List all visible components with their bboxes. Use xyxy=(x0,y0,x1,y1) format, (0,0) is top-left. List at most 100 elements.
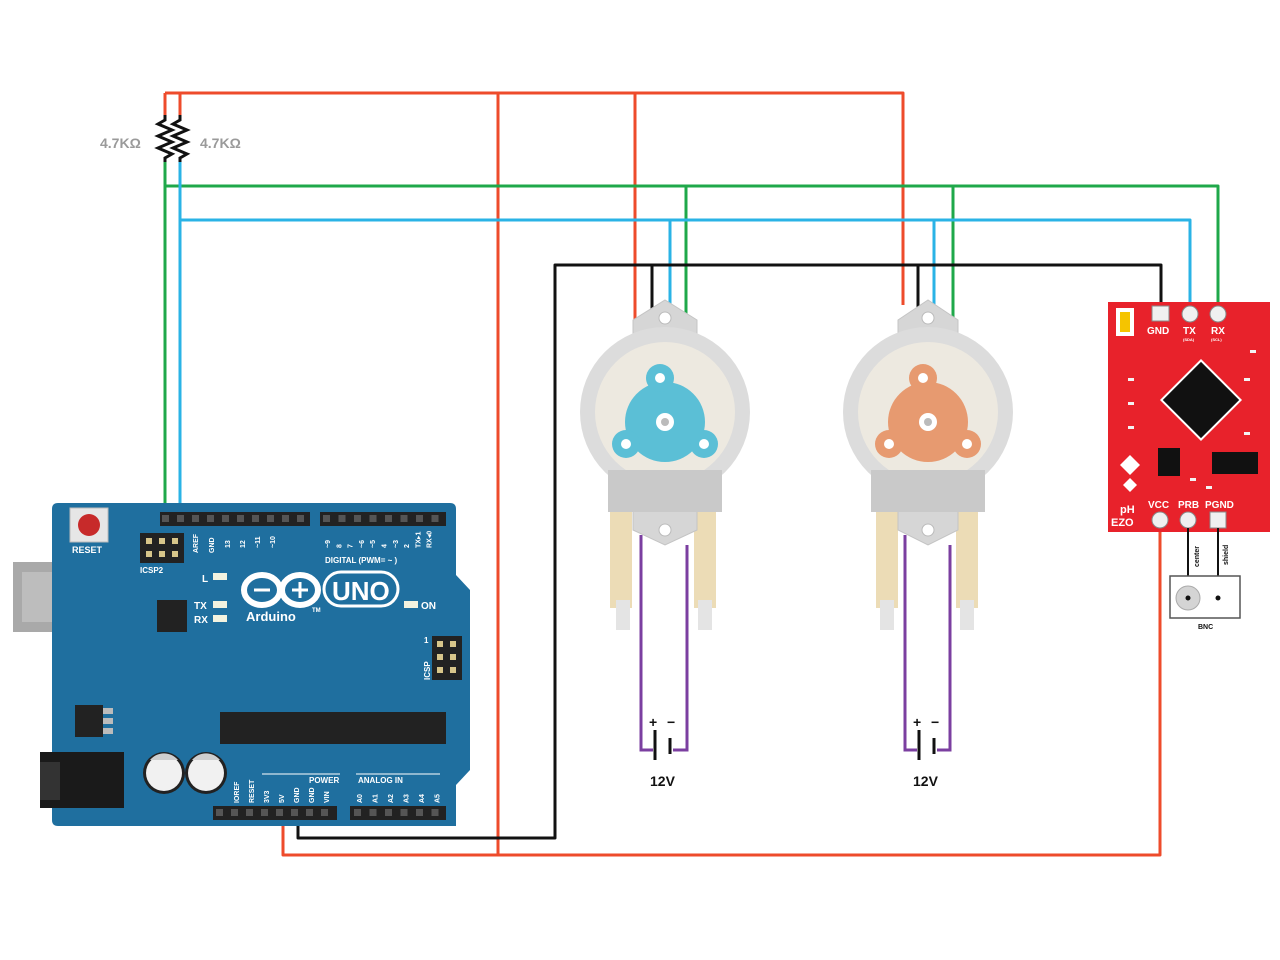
reset-label: RESET xyxy=(72,545,103,555)
digital-pin-label: ~3 xyxy=(393,540,400,548)
header-socket xyxy=(369,809,377,816)
digital-pin-label: 12 xyxy=(240,540,247,548)
ezo-pad-rx xyxy=(1209,305,1227,323)
header-socket xyxy=(297,515,304,522)
led-on-label: ON xyxy=(421,601,436,612)
ezo-mcu-chip xyxy=(1159,358,1243,442)
power-pin-label: IOREF xyxy=(234,781,241,803)
icsp2-header xyxy=(140,533,184,563)
power-label: POWER xyxy=(309,776,339,785)
header-socket xyxy=(306,809,313,816)
ezo-tx-label: TX xyxy=(1183,326,1196,337)
digital-pin-label: RX◂0 xyxy=(427,531,434,548)
pump-2-plus: + xyxy=(913,714,921,730)
pump-1-plus: + xyxy=(649,714,657,730)
header-socket xyxy=(431,515,439,522)
ezo-rx-label: RX xyxy=(1211,326,1225,337)
uno-label: UNO xyxy=(332,576,390,606)
black-wire-ground xyxy=(296,263,1163,840)
analog-pin-label: A5 xyxy=(435,794,442,803)
header-socket xyxy=(192,515,199,522)
ezo-rx-sub: (SCL) xyxy=(1211,337,1222,342)
header-socket xyxy=(354,809,361,816)
ezo-pad-pgnd xyxy=(1209,511,1227,529)
ezo-ezo-label: EZO xyxy=(1111,517,1134,529)
ezo-ph-label: pH xyxy=(1120,504,1135,516)
header-socket xyxy=(216,809,223,816)
pump-2-minus: − xyxy=(931,714,939,730)
digital-pin-label: 4 xyxy=(382,544,389,548)
header-socket xyxy=(416,515,423,522)
header-socket xyxy=(267,515,274,522)
header-socket xyxy=(261,809,268,816)
analog-pin-label: A3 xyxy=(404,794,411,803)
header-socket xyxy=(222,515,229,522)
digital-pin-label: 8 xyxy=(336,544,343,548)
wires xyxy=(163,91,1220,857)
led-l-label: L xyxy=(202,574,208,585)
digital-header-right xyxy=(320,512,446,526)
pump-1-voltage: 12V xyxy=(650,773,676,789)
header-socket xyxy=(162,515,169,522)
digital-pin-label: ~10 xyxy=(270,536,277,548)
analog-pin-label: A2 xyxy=(388,794,395,803)
reset-button-cap[interactable] xyxy=(78,514,100,536)
resistor-left xyxy=(154,115,176,162)
header-socket xyxy=(431,809,439,816)
header-socket xyxy=(323,515,330,522)
pump-2-lead-plus xyxy=(903,535,917,752)
ezo-pad-prb xyxy=(1179,511,1197,529)
header-socket xyxy=(291,809,298,816)
atlas-logo-icon xyxy=(1120,455,1140,492)
header-socket xyxy=(354,515,361,522)
arduino-logo-icon xyxy=(241,572,321,608)
header-socket xyxy=(207,515,214,522)
ezo-vcc-label: VCC xyxy=(1148,500,1169,511)
digital-pin-label: ~11 xyxy=(255,536,262,548)
ezo-pad-gnd xyxy=(1151,305,1170,322)
resistor-left-label: 4.7KΩ xyxy=(100,135,141,151)
bottom-sockets xyxy=(216,809,439,816)
pump-2-rotor xyxy=(875,364,981,462)
resistor-right-label: 4.7KΩ xyxy=(200,135,241,151)
digital-sockets xyxy=(162,515,439,522)
arduino-brand: Arduino xyxy=(246,609,296,624)
voltage-regulator xyxy=(75,705,103,737)
ezo-prb-label: PRB xyxy=(1178,500,1199,511)
header-socket xyxy=(369,515,377,522)
header-socket xyxy=(416,809,423,816)
pump-1-minus: − xyxy=(667,714,675,730)
digital-pin-label: 13 xyxy=(225,540,232,548)
icsp2-label: ICSP2 xyxy=(140,566,164,575)
power-pin-label: 5V xyxy=(279,794,286,803)
header-socket xyxy=(385,515,392,522)
header-socket xyxy=(282,515,289,522)
red-wire-bottom-bus xyxy=(281,530,1162,857)
power-pin-label: GND xyxy=(309,787,316,803)
pump-2-voltage: 12V xyxy=(913,773,939,789)
header-socket xyxy=(276,809,283,816)
pump-1-lead-plus xyxy=(639,535,653,752)
resistors: 4.7KΩ 4.7KΩ xyxy=(100,115,241,162)
uno-badge xyxy=(322,570,400,608)
probe-shield-label: shield xyxy=(1223,545,1230,565)
pump-2-lead-minus xyxy=(937,545,952,752)
gnd-top-label: GND xyxy=(209,537,216,553)
bnc-label: BNC xyxy=(1198,624,1213,631)
ezo-ph-circuit: GND TX RX (SDA) (SCL) pH EZO VCC PRB PGN… xyxy=(1108,302,1270,631)
usb-chip xyxy=(157,600,187,632)
header-socket xyxy=(237,515,244,522)
peristaltic-pump-1: + − 12V xyxy=(580,299,750,789)
digital-pin-label: TX▸1 xyxy=(415,532,422,548)
ezo-tx-sub: (SDA) xyxy=(1183,337,1195,342)
power-pin-label: RESET xyxy=(249,779,256,803)
tm-label: TM xyxy=(312,608,321,614)
analog-pin-label: A1 xyxy=(373,794,380,803)
digital-label: DIGITAL (PWM= ~ ) xyxy=(325,556,397,565)
icsp-pin1-label: 1 xyxy=(424,636,429,645)
icsp-header xyxy=(432,636,462,680)
power-pin-label: GND xyxy=(294,787,301,803)
